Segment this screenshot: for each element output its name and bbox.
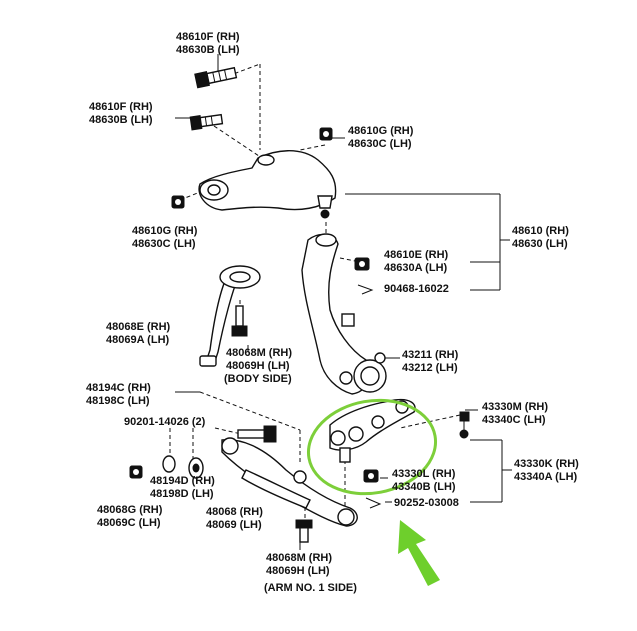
label-ua-nut-right-2: 48630C (LH) xyxy=(348,138,412,150)
label-cam-1: 48194C (RH) xyxy=(86,382,151,394)
label-bolt-90201: 90201-14026 (2) xyxy=(124,416,206,428)
label-la-bolt-1: 43330M (RH) xyxy=(482,401,548,413)
label-ua-nut-left-2: 48630C (LH) xyxy=(132,238,196,250)
upper-control-arm xyxy=(198,150,337,219)
green-arrow-icon xyxy=(398,520,440,586)
strut-bolt xyxy=(231,305,248,337)
upper-bolt-top xyxy=(194,66,238,89)
label-ua-bolt-mid-1: 48610F (RH) xyxy=(89,101,153,113)
label-arm-bolt-3: (ARM NO. 1 SIDE) xyxy=(264,582,357,594)
label-arm-bolt-1: 48068M (RH) xyxy=(266,552,332,564)
label-strut-rod-1: 48068E (RH) xyxy=(106,321,171,333)
upper-nut-right xyxy=(319,127,333,141)
small-washer xyxy=(162,455,176,473)
label-washer-1: 48194D (RH) xyxy=(150,475,215,487)
label-strut-bolt-3: (BODY SIDE) xyxy=(224,373,292,385)
callout-labels: 48610F (RH) 48630B (LH) 48610F (RH) 4863… xyxy=(86,31,579,594)
lower-ball-joint-arm xyxy=(329,398,416,463)
label-ball-assy-1: 43330K (RH) xyxy=(514,458,579,470)
label-ball-assy-2: 43340A (LH) xyxy=(514,471,578,483)
label-la-bolt-2: 43340C (LH) xyxy=(482,414,546,426)
lower-arm-bolt xyxy=(459,411,470,439)
ellipse-highlight-ring xyxy=(306,398,438,496)
label-cam-2: 48198C (LH) xyxy=(86,395,150,407)
label-knuckle-2: 43212 (LH) xyxy=(402,362,458,374)
label-cotter-pin-lower: 90252-03008 xyxy=(394,497,459,509)
label-ua-nut-lower-2: 48630A (LH) xyxy=(384,262,448,274)
cotter-pin-upper xyxy=(357,284,374,295)
label-ua-assy-2: 48630 (LH) xyxy=(512,238,568,250)
label-ua-bolt-top-2: 48630B (LH) xyxy=(176,44,240,56)
label-ball-nut-2: 43340B (LH) xyxy=(392,481,456,493)
lower-control-arm xyxy=(221,437,358,527)
upper-nut-left xyxy=(171,195,185,209)
label-ball-nut-1: 43330L (RH) xyxy=(392,468,456,480)
label-ua-assy-1: 48610 (RH) xyxy=(512,225,569,237)
steering-knuckle xyxy=(301,233,387,395)
cam-bolt xyxy=(237,425,277,443)
label-lower-arm-1: 48068 (RH) xyxy=(206,506,263,518)
label-ua-nut-right-1: 48610G (RH) xyxy=(348,125,414,137)
label-nut-2: 48069C (LH) xyxy=(97,517,161,529)
label-ua-bolt-mid-2: 48630B (LH) xyxy=(89,114,153,126)
label-strut-bolt-1: 48068M (RH) xyxy=(226,347,292,359)
label-strut-rod-2: 48069A (LH) xyxy=(106,334,170,346)
knuckle-nut xyxy=(354,257,370,271)
label-cotter-pin-upper: 90468-16022 xyxy=(384,283,449,295)
label-ua-nut-lower-1: 48610E (RH) xyxy=(384,249,449,261)
hex-nut xyxy=(129,465,143,479)
label-knuckle-1: 43211 (RH) xyxy=(402,349,459,361)
ball-joint-nut xyxy=(363,469,379,483)
upper-bolt-mid xyxy=(189,113,224,131)
label-ua-nut-left-1: 48610G (RH) xyxy=(132,225,198,237)
cotter-pin-lower xyxy=(365,497,382,509)
label-washer-2: 48198D (LH) xyxy=(150,488,214,500)
label-arm-bolt-2: 48069H (LH) xyxy=(266,565,330,577)
label-nut-1: 48068G (RH) xyxy=(97,504,163,516)
label-lower-arm-2: 48069 (LH) xyxy=(206,519,262,531)
strut-rod xyxy=(199,265,261,367)
adjust-washer xyxy=(188,457,204,479)
lower-bolt xyxy=(295,519,313,543)
label-strut-bolt-2: 48069H (LH) xyxy=(226,360,290,372)
label-ua-bolt-top-1: 48610F (RH) xyxy=(176,31,240,43)
